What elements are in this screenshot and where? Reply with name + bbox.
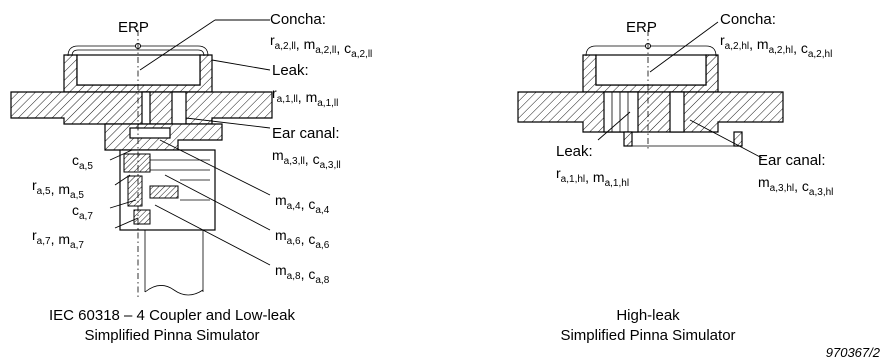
figure-id: 970367/2: [826, 345, 881, 360]
right-concha-cavity: [595, 54, 707, 86]
right-ear-canal-params: ma,3,hl, ca,3,hl: [758, 174, 833, 198]
right-ear-canal-bore: [669, 91, 685, 133]
left-ear-canal-title: Ear canal:: [272, 125, 340, 142]
left-simulator-drawing: [10, 19, 273, 300]
concha-cavity: [76, 54, 201, 86]
right-leak-title: Leak:: [556, 143, 593, 160]
concha-rim-inner: [71, 49, 205, 57]
left-caption-line1: IEC 60318 – 4 Coupler and Low-leak: [49, 307, 295, 324]
right-caption-line2: Simplified Pinna Simulator: [560, 327, 735, 344]
right-caption-line1: High-leak: [616, 307, 680, 324]
right-concha-params: ra,2,hl, ma,2,hl, ca,2,hl: [720, 32, 832, 60]
coupler-insert-2: [127, 175, 143, 207]
left-erp-label: ERP: [118, 19, 149, 36]
leak-bore: [141, 91, 151, 125]
label-m-a8-c-a8: ma,8, ca,8: [275, 262, 330, 286]
right-simulator-drawing: [517, 21, 784, 159]
right-flange: [517, 91, 784, 133]
label-r-a5-m-a5: ra,5, ma,5: [32, 177, 84, 201]
left-leak-title: Leak:: [272, 62, 309, 79]
ear-canal-bore: [171, 91, 187, 125]
label-c-a7: ca,7: [72, 202, 93, 222]
left-caption-line2: Simplified Pinna Simulator: [84, 327, 259, 344]
coupler-insert-3: [149, 185, 179, 199]
left-ear-canal-params: ma,3,ll, ca,3,ll: [272, 147, 341, 171]
left-leak-params: ra,1,ll, ma,1,ll: [272, 85, 338, 109]
right-concha-title: Concha:: [720, 11, 776, 28]
coupler-insert-4: [133, 209, 151, 225]
label-m-a4-c-a4: ma,4, ca,4: [275, 192, 330, 216]
right-ear-canal-title: Ear canal:: [758, 152, 826, 169]
left-concha-params: ra,2,ll, ma,2,ll, ca,2,ll: [270, 32, 372, 60]
coupler-insert-1: [123, 153, 151, 173]
coupler-inner: [129, 127, 171, 139]
left-concha-title: Concha:: [270, 11, 326, 28]
right-erp-label: ERP: [626, 19, 657, 36]
label-m-a6-c-a6: ma,6, ca,6: [275, 227, 330, 251]
label-r-a7-m-a7: ra,7, ma,7: [32, 227, 84, 251]
label-c-a5: ca,5: [72, 152, 93, 172]
right-coupler-base: [627, 132, 739, 147]
right-leak-params: ra,1,hl, ma,1,hl: [556, 165, 629, 189]
right-leak-bore: [603, 91, 639, 133]
